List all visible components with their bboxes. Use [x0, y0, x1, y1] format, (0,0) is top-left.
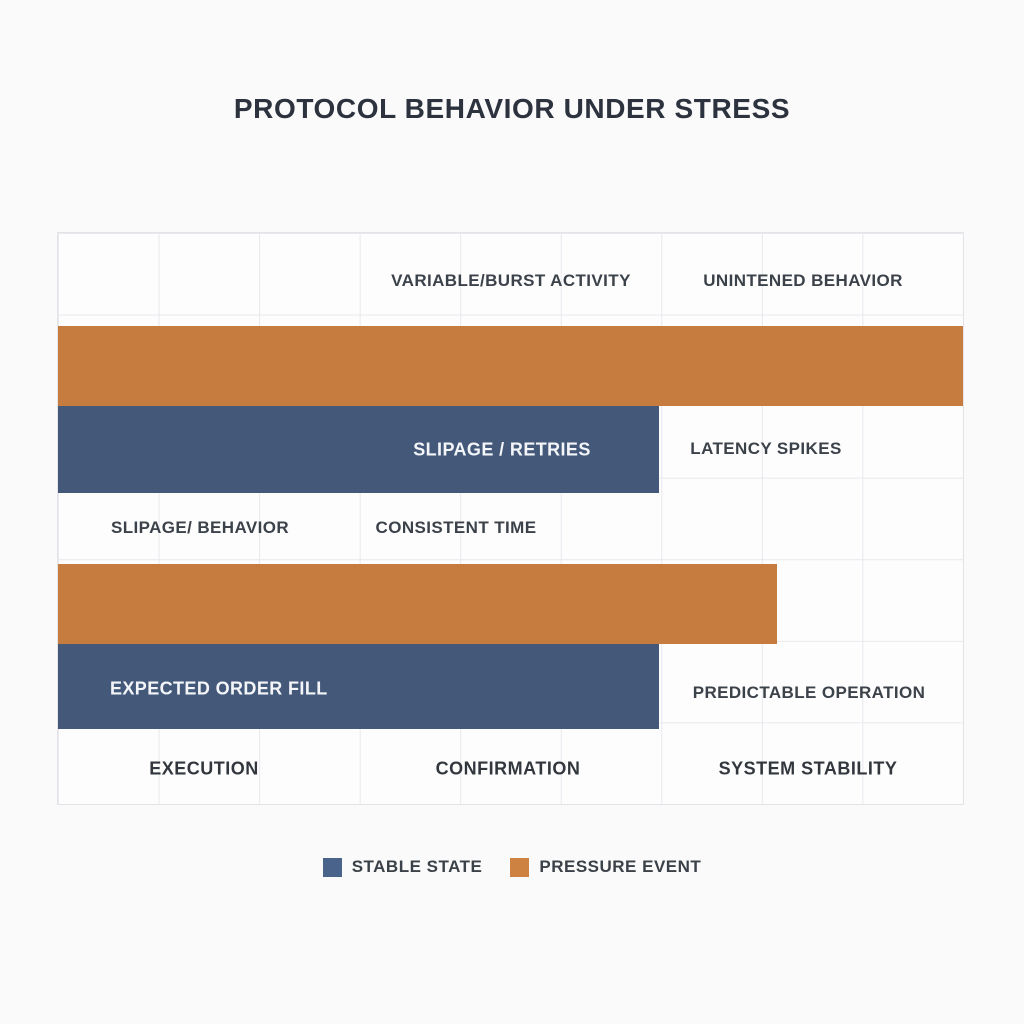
chart-area: VARIABLE/BURST ACTIVITY UNINTENED BEHAVI…	[57, 232, 964, 805]
label-consistent-time: CONSISTENT TIME	[375, 518, 537, 537]
axis-label-system-stability: SYSTEM STABILITY	[718, 758, 898, 779]
legend-item-pressure-event: PRESSURE EVENT	[510, 857, 701, 877]
label-slipage-retries: SLIPAGE / RETRIES	[413, 439, 591, 460]
axis-label-execution: EXECUTION	[149, 758, 259, 779]
legend-label-pressure-event: PRESSURE EVENT	[539, 857, 702, 876]
legend-item-stable-state: STABLE STATE	[322, 857, 483, 877]
chart-title: PROTOCOL BEHAVIOR UNDER STRESS	[233, 93, 791, 124]
label-unintened-behavior: UNINTENED BEHAVIOR	[703, 271, 903, 290]
label-expected-order-fill: EXPECTED ORDER FILL	[110, 678, 328, 699]
label-variable-burst-activity: VARIABLE/BURST ACTIVITY	[391, 271, 631, 290]
label-latency-spikes: LATENCY SPIKES	[690, 439, 842, 458]
legend-label-stable-state: STABLE STATE	[351, 857, 483, 876]
bar-stable-state-top	[58, 406, 659, 493]
bar-stable-state-bottom	[58, 644, 659, 729]
legend-swatch-pressure-event-icon	[510, 857, 530, 877]
chart-legend: STABLE STATE PRESSURE EVENT	[0, 857, 1024, 877]
axis-label-confirmation: CONFIRMATION	[435, 758, 581, 779]
label-predictable-operation: PREDICTABLE OPERATION	[692, 683, 926, 702]
legend-swatch-stable-state-icon	[322, 857, 342, 877]
bar-pressure-event-top	[58, 326, 963, 406]
label-slipage-behavior: SLIPAGE/ BEHAVIOR	[110, 518, 290, 537]
bar-pressure-event-bottom	[58, 564, 778, 644]
